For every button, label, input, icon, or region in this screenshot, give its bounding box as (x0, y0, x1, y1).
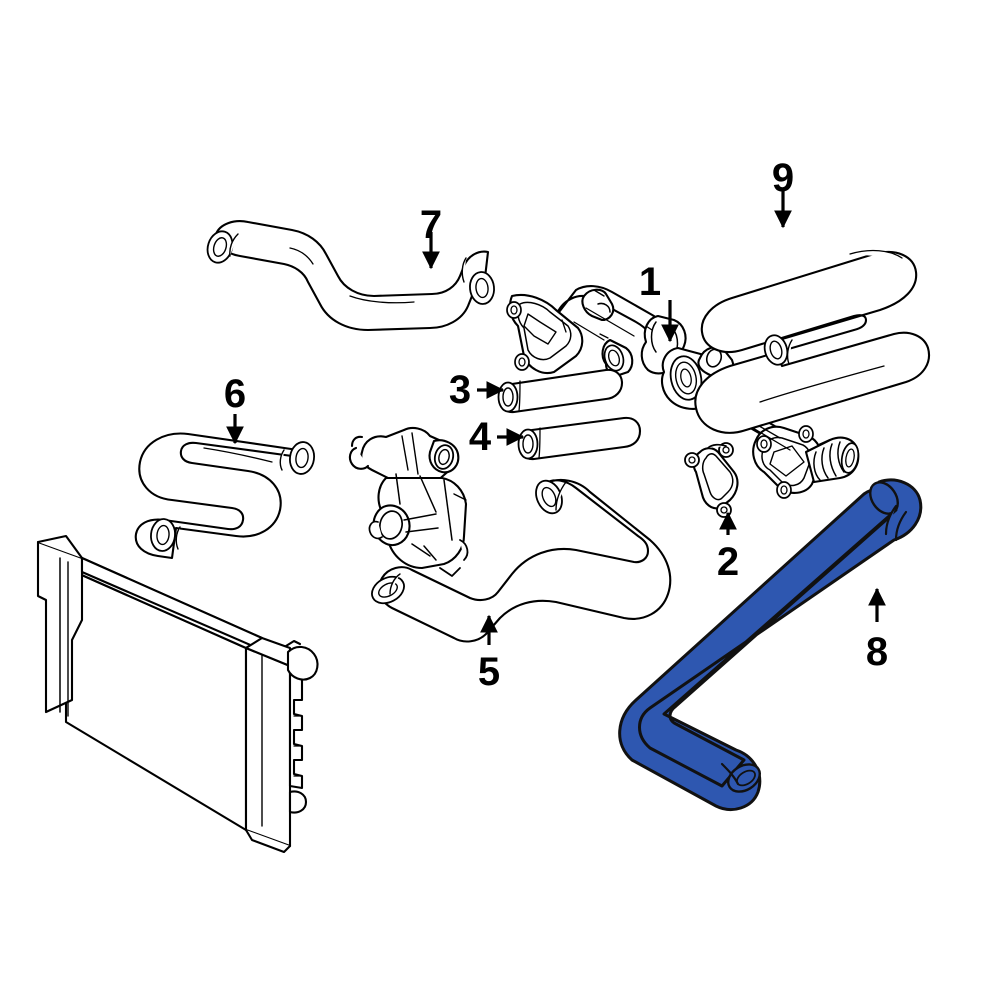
water-outlet-gasket (684, 442, 739, 518)
callout-label-3: 3 (448, 368, 472, 412)
water-outlet-manifold (506, 285, 860, 499)
callout-label-9: 9 (771, 156, 795, 200)
callout-label-7: 7 (419, 203, 443, 247)
heater-return-hose (694, 249, 930, 434)
heater-hose-inlet (134, 432, 315, 560)
callout-label-4: 4 (468, 415, 492, 459)
callout-label-2: 2 (716, 540, 740, 584)
callout-label-8: 8 (865, 630, 889, 674)
callout-label-5: 5 (477, 650, 501, 694)
heater-hose-outlet-highlighted (618, 478, 923, 811)
callout-label-6: 6 (223, 372, 247, 416)
upper-radiator-hose (206, 220, 495, 332)
callout-arrows (226, 190, 886, 645)
hose-connector-pipe-3 (497, 368, 624, 414)
callout-label-1: 1 (638, 260, 662, 304)
hose-connector-pipe-4 (517, 416, 642, 461)
water-pump (348, 426, 469, 577)
lower-radiator-hose (371, 478, 672, 643)
radiator-assembly (36, 534, 319, 854)
